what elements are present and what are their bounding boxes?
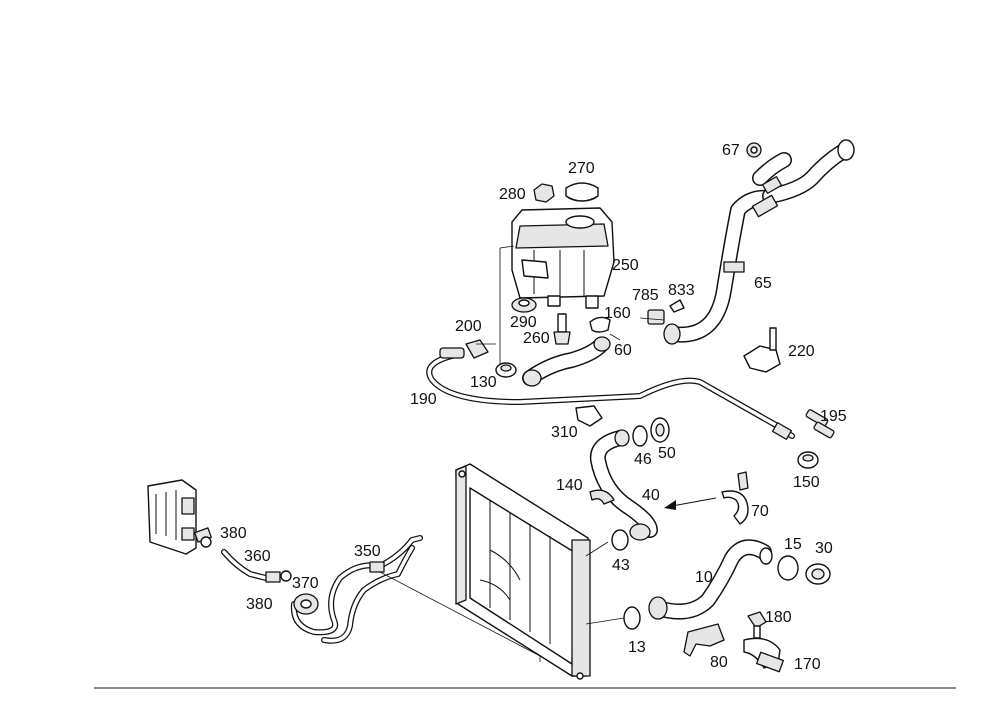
callout-280: 280 [499,186,526,203]
direction-arrow [664,497,717,510]
callout-130: 130 [470,374,497,391]
callout-50: 50 [658,445,676,462]
callout-833: 833 [668,282,695,299]
bleed-pipe-190 [426,347,795,440]
callout-380-upper: 380 [220,525,247,542]
bracket-80 [683,623,725,657]
callout-195: 195 [820,408,847,425]
bolt-180 [747,611,767,639]
callout-15: 15 [784,536,802,553]
hose-360 [221,549,269,581]
callout-labels: 67 270 280 250 65 785 833 200 290 160 26… [220,142,847,673]
callout-30: 30 [815,540,833,557]
callout-140: 140 [556,477,583,494]
nipple-833 [669,299,685,313]
callout-150: 150 [793,474,820,491]
rubber-grommet [511,297,537,313]
radiator [455,463,625,680]
expansion-tank [499,207,615,370]
o-ring-43 [611,529,629,551]
callout-43: 43 [612,557,630,574]
line-350 [290,535,541,662]
tank-cap [565,182,599,202]
callout-270: 270 [568,160,595,177]
callout-370: 370 [292,575,319,592]
callout-360: 360 [244,548,271,565]
callout-180: 180 [765,609,792,626]
fitting-170 [743,637,784,673]
clip-140 [589,489,615,505]
callout-67: 67 [722,142,740,159]
fittings-195 [805,409,835,439]
clamp-370 [293,593,319,615]
callout-200: 200 [455,318,482,335]
hex-nut [533,183,555,203]
clamp-50 [650,417,670,443]
clamp-67 [746,142,762,158]
callout-80: 80 [710,654,728,671]
oil-cooler [147,479,197,555]
o-ring-15 [777,555,799,581]
callout-350: 350 [354,543,381,560]
hose-65 [663,139,855,345]
callout-40: 40 [642,487,660,504]
callout-310: 310 [551,424,578,441]
callout-65: 65 [754,275,772,292]
callout-290: 290 [510,314,537,331]
o-ring-46 [632,425,648,447]
callout-785: 785 [632,287,659,304]
callout-220: 220 [788,343,815,360]
fitting-380-upper [194,527,212,548]
fitting-380-lower [265,570,292,583]
small-clamp-160 [589,316,611,333]
bracket-310 [575,405,603,427]
clamp-30 [805,563,831,585]
callout-190: 190 [410,391,437,408]
hose-40 [589,429,658,541]
callout-13: 13 [628,639,646,656]
callout-380-lower: 380 [246,596,273,613]
callout-260: 260 [523,330,550,347]
hose-60 [522,336,611,387]
fitting-200 [465,339,489,359]
o-ring-13 [623,606,641,630]
leader-lines [476,317,665,345]
hose-10 [648,539,773,620]
callout-250: 250 [612,257,639,274]
bracket-220 [743,327,781,373]
level-sensor [553,313,571,345]
bracket-70 [721,471,749,525]
callout-10: 10 [695,569,713,586]
callout-60: 60 [614,342,632,359]
connector-785 [647,309,665,325]
callout-46: 46 [634,451,652,468]
callout-170: 170 [794,656,821,673]
callout-160: 160 [604,305,631,322]
clamp-130 [495,362,517,378]
callout-70: 70 [751,503,769,520]
clamp-150 [797,451,819,469]
